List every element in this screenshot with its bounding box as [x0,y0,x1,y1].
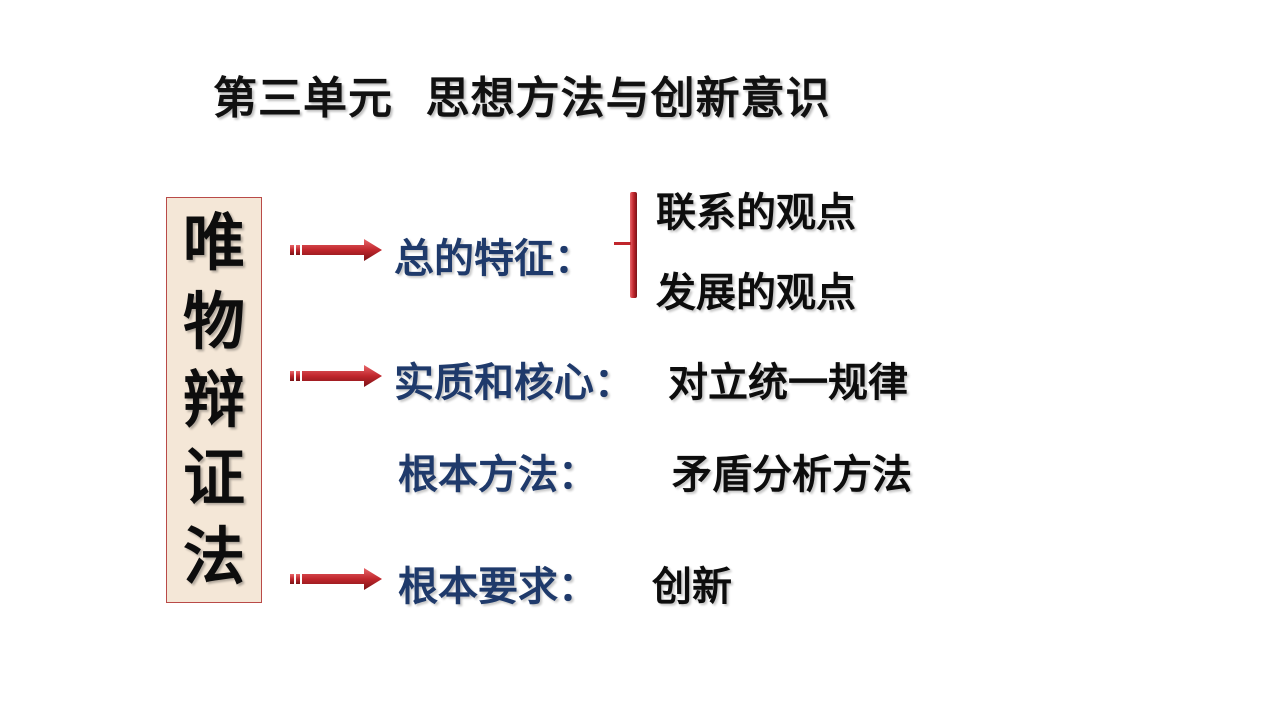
main-concept-char: 辩 [182,362,245,436]
branch-value-contradiction-analysis: 矛盾分析方法 [672,452,912,498]
arrow-icon [290,365,382,387]
branch-term-fundamental-requirement: 根本要求： [398,564,598,610]
branch-value-innovation: 创新 [652,564,732,610]
main-concept-char: 物 [182,284,245,358]
arrow-icon [290,568,382,590]
main-concept-char: 唯 [182,206,245,280]
bracket-icon [614,192,637,298]
main-concept-char: 证 [182,441,245,515]
branch-term-essence-core: 实质和核心： [394,360,634,406]
arrow-icon [290,239,382,261]
branch-value-development-view: 发展的观点 [656,270,856,316]
main-concept-char: 法 [182,519,245,593]
branch-value-unity-of-opposites: 对立统一规律 [668,360,908,406]
branch-value-connection-view: 联系的观点 [656,190,856,236]
main-concept-box: 唯 物 辩 证 法 [166,197,262,603]
branch-term-fundamental-method: 根本方法： [398,452,598,498]
branch-term-general-features: 总的特征： [394,236,594,282]
slide-title: 第三单元 思想方法与创新意识 [213,73,831,124]
